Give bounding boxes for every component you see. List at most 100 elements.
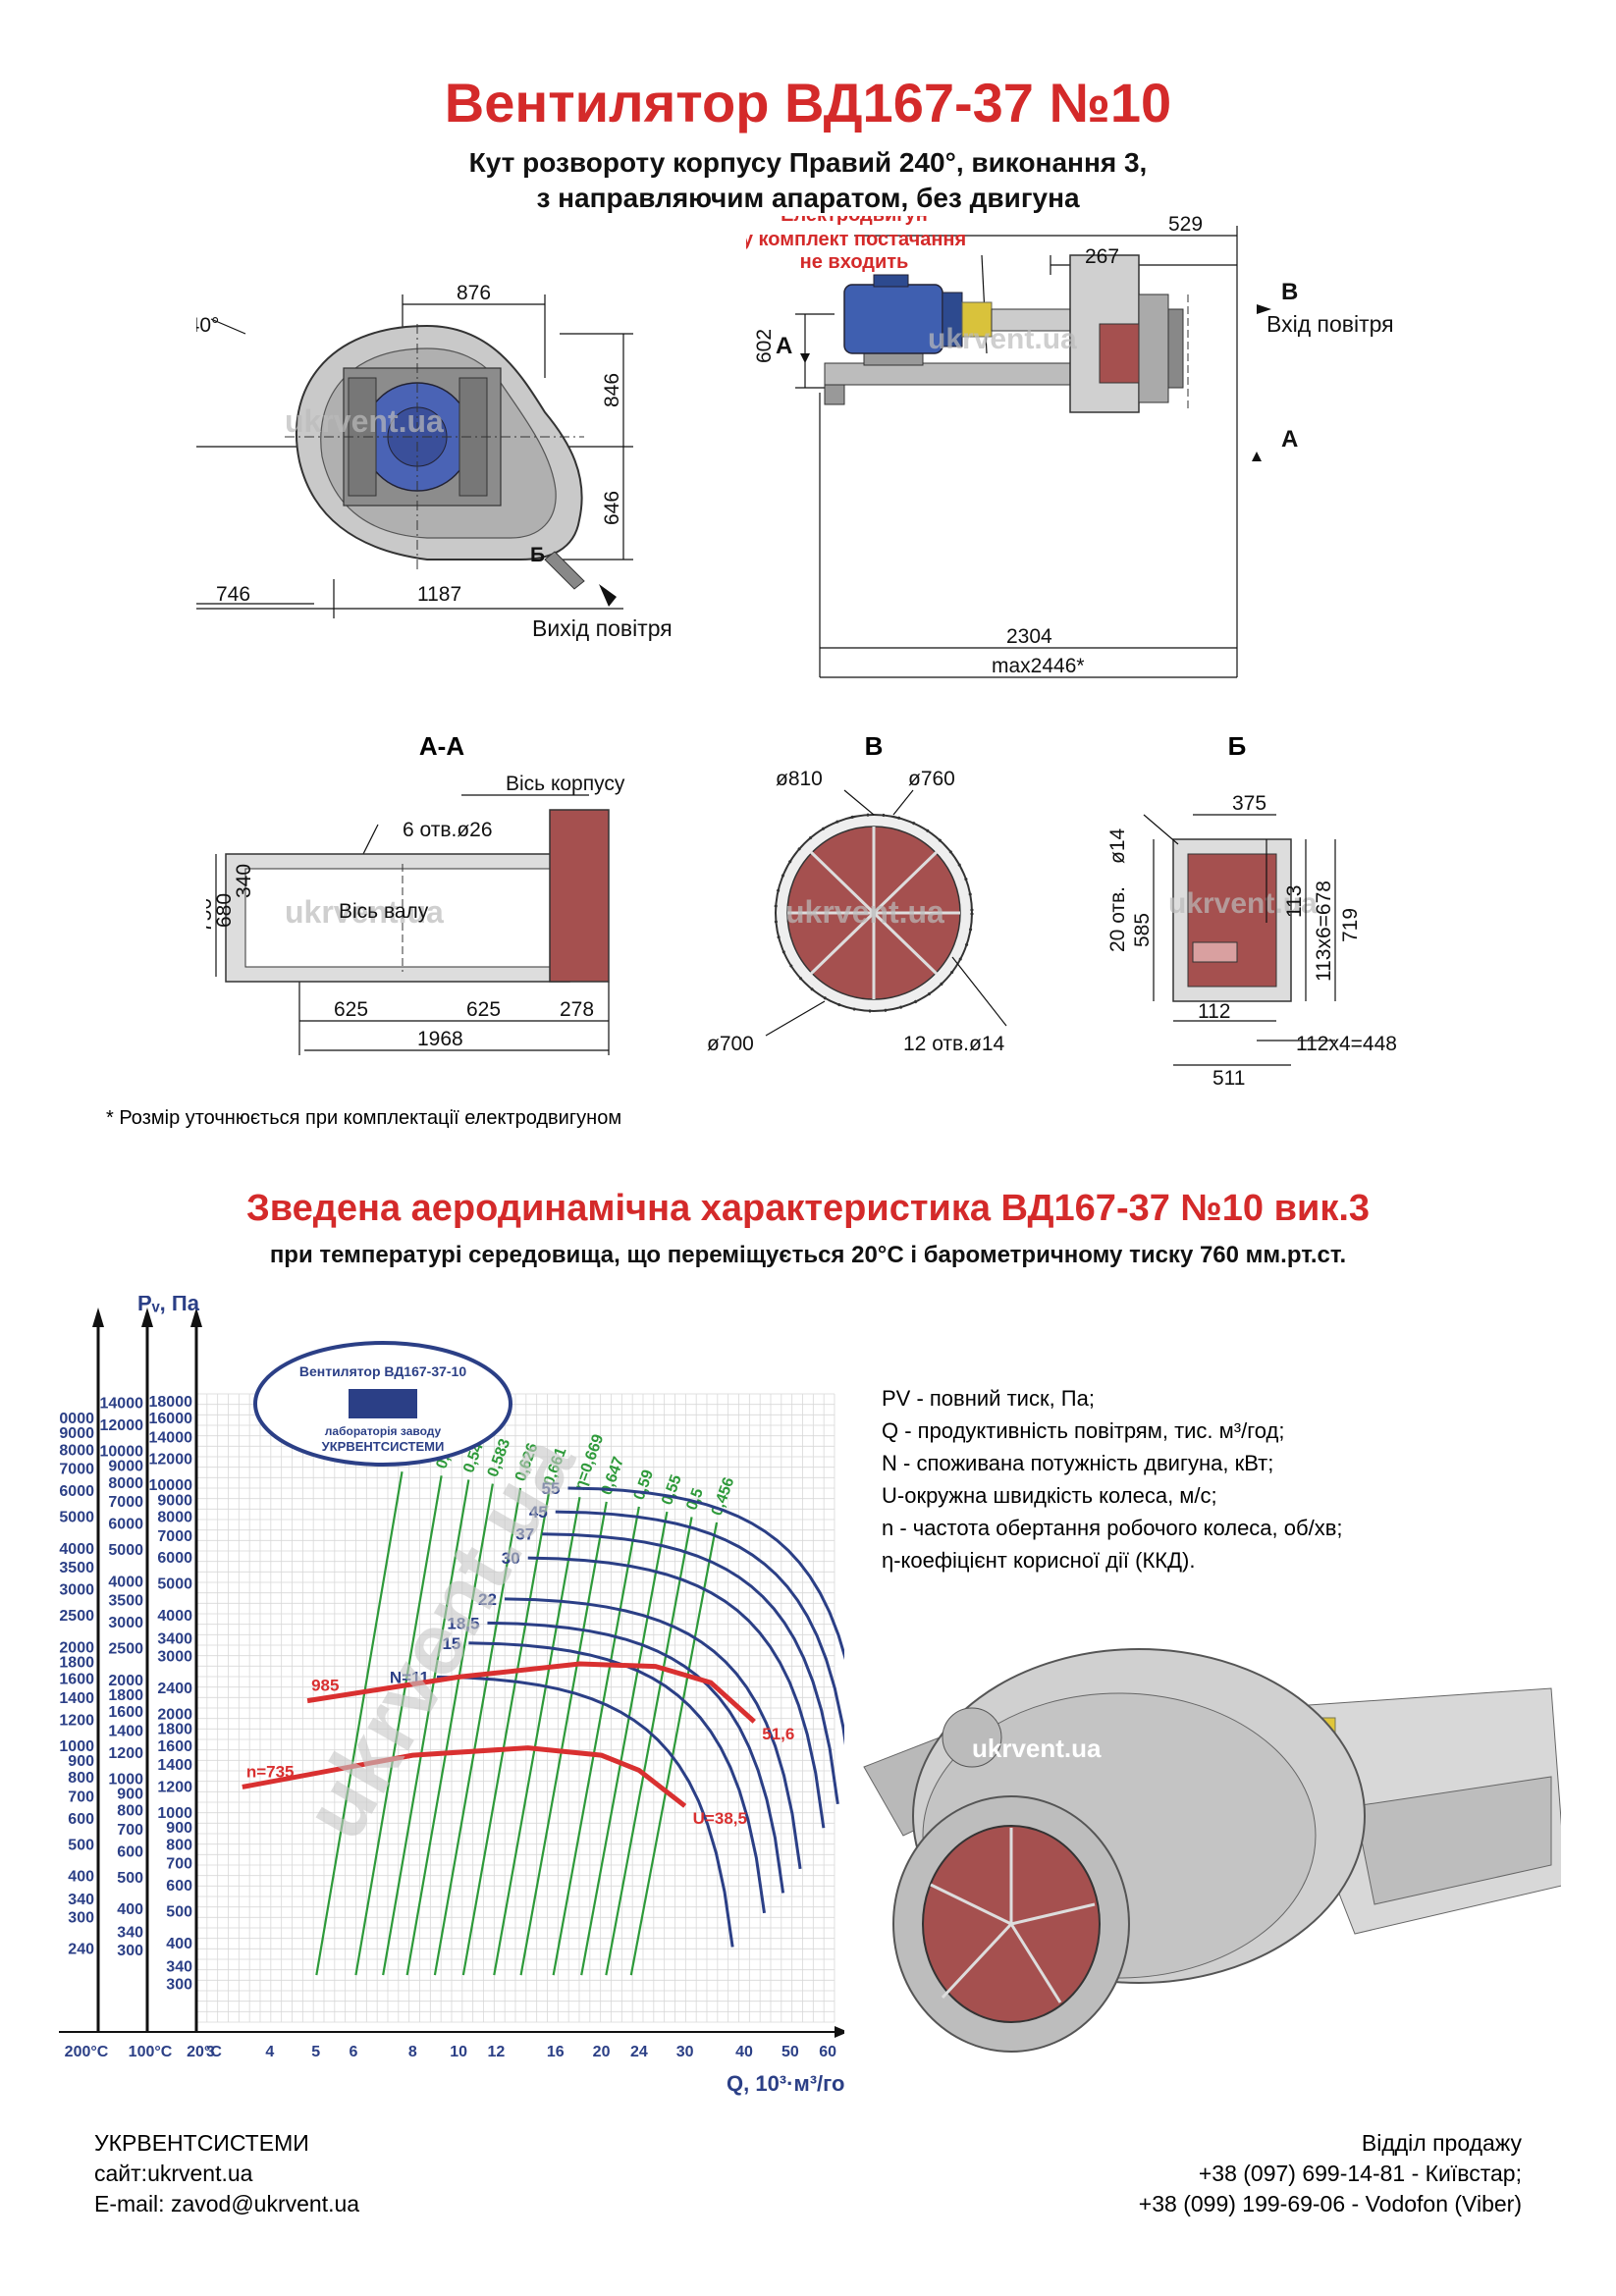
y-tick-label: 3000 xyxy=(108,1615,143,1631)
dim-113x6: 113х6=678 xyxy=(1313,881,1335,982)
y-tick-label: 1000 xyxy=(108,1771,143,1788)
d700-label: ø700 xyxy=(707,1033,754,1055)
y-tick-label: 16000 xyxy=(149,1411,193,1427)
y-tick-label: 400 xyxy=(117,1901,143,1918)
x-axis-title: Q, 10³·м³/год xyxy=(727,2071,844,2096)
y-tick-label: 500 xyxy=(68,1837,94,1853)
efficiency-line xyxy=(382,1479,470,1976)
y-tick-label: 300 xyxy=(117,1943,143,1959)
y-tick-label: 3400 xyxy=(157,1630,192,1647)
power-curve xyxy=(542,1532,839,1804)
legend-line-2: Q - продуктивність повітрям, тис. м³/год… xyxy=(882,1418,1285,1443)
dim-602: 602 xyxy=(753,329,776,363)
side-watermark: ukrvent.ua xyxy=(928,323,1077,355)
dim-max2446: max2446* xyxy=(992,655,1085,677)
speed-curve-end-label: 51,6 xyxy=(762,1725,794,1743)
y-tick-label: 700 xyxy=(117,1822,143,1839)
y-tick-label: 7000 xyxy=(108,1494,143,1511)
y-tick-label: 400 xyxy=(68,1869,94,1886)
y-tick-label: 1200 xyxy=(59,1712,94,1729)
y-axis-title: Pᵥ, Па xyxy=(137,1296,200,1315)
motor-note-3: не входить xyxy=(800,251,909,273)
y-tick-label: 12000 xyxy=(149,1452,193,1468)
power-curve xyxy=(555,1510,844,1746)
y-tick-label: 6000 xyxy=(108,1516,143,1532)
y-tick-label: 12000 xyxy=(100,1417,144,1434)
d14-label: ø14 xyxy=(1106,828,1129,864)
y-tick-label: 10000 xyxy=(100,1443,144,1460)
y-tick-label: 340 xyxy=(117,1925,143,1942)
dim-746: 746 xyxy=(216,583,250,606)
render-watermark: ukrvent.ua xyxy=(972,1734,1102,1763)
subtitle-line-2: з направляючим апаратом, без двигуна xyxy=(536,183,1080,213)
efficiency-line xyxy=(493,1496,581,1976)
x-temp-label: 100°С xyxy=(129,2044,173,2060)
email-link[interactable]: E-mail: zavod@ukrvent.ua xyxy=(94,2191,360,2216)
efficiency-line xyxy=(519,1501,608,1976)
inlet-label: Вхід повітря xyxy=(1266,311,1394,337)
y-tick-label: 9000 xyxy=(157,1492,192,1509)
legend-line-6: η-коефіцієнт корисної дії (ККД). xyxy=(882,1548,1196,1573)
dim-625b: 625 xyxy=(466,998,501,1021)
y-tick-label: 1800 xyxy=(157,1722,192,1738)
dim-511: 511 xyxy=(1212,1067,1245,1090)
y-tick-label: 14000 xyxy=(149,1429,193,1446)
y-tick-label: 800 xyxy=(68,1770,94,1787)
power-curve-label: 45 xyxy=(529,1503,548,1522)
y-tick-label: 1000 xyxy=(59,1738,94,1755)
dim-267: 267 xyxy=(1085,245,1119,268)
y-tick-label: 10000 xyxy=(59,1411,94,1427)
legend-line-3: N - споживана потужність двигуна, кВт; xyxy=(882,1451,1274,1475)
efficiency-line xyxy=(315,1471,404,1976)
efficiency-line xyxy=(552,1506,640,1976)
x-tick-label: 4 xyxy=(265,2044,274,2060)
y-tick-label: 5000 xyxy=(157,1576,192,1593)
y-tick-label: 2500 xyxy=(108,1640,143,1657)
logo-text-3: УКРВЕНТСИСТЕМИ xyxy=(322,1439,445,1454)
y-tick-label: 600 xyxy=(166,1878,192,1895)
section-b-drawing: ukrvent.ua 375 ø14 20 отв. 585 113 113х6… xyxy=(1106,792,1397,1090)
dim-625a: 625 xyxy=(334,998,368,1021)
section-aa-title: А-А xyxy=(418,731,465,761)
dim-113: 113 xyxy=(1283,885,1306,918)
legend-block: PV - повний тиск, Па; Q - продуктивність… xyxy=(882,1382,1530,1576)
legend-line-4: U-окружна швидкість колеса, м/с; xyxy=(882,1483,1217,1508)
d810-label: ø810 xyxy=(776,768,823,790)
phone-2[interactable]: +38 (099) 199-69-06 - Vodofon (Viber) xyxy=(1138,2191,1522,2216)
phone-1[interactable]: +38 (097) 699-14-81 - Київстар; xyxy=(1198,2161,1522,2186)
y-tick-label: 700 xyxy=(166,1856,192,1873)
x-temp-label: 200°С xyxy=(65,2044,109,2060)
y-tick-label: 3500 xyxy=(59,1560,94,1576)
site-link[interactable]: сайт:ukrvent.ua xyxy=(94,2161,253,2186)
dim-680: 680 xyxy=(213,893,236,928)
y-tick-label: 5000 xyxy=(59,1509,94,1525)
arrow-a-right-icon xyxy=(1252,452,1262,461)
speed-curve xyxy=(306,1661,756,1724)
y-tick-label: 300 xyxy=(68,1909,94,1926)
y-tick-label: 8000 xyxy=(59,1442,94,1459)
efficiency-line xyxy=(580,1511,669,1976)
efficiency-line xyxy=(433,1487,522,1976)
y-tick-label: 500 xyxy=(117,1870,143,1887)
y-tick-label: 500 xyxy=(166,1903,192,1920)
front-watermark: ukrvent.ua xyxy=(285,403,444,439)
dim-112: 112 xyxy=(1198,1000,1230,1023)
outlet-arrow-icon xyxy=(599,584,617,607)
angle-label: 240° xyxy=(196,314,219,337)
efficiency-label: 0,59 xyxy=(631,1468,658,1502)
y-tick-label: 340 xyxy=(166,1958,192,1975)
x-axis-arrow-icon xyxy=(835,2026,844,2038)
logo-text-2: лабораторія заводу xyxy=(325,1424,442,1438)
b-watermark: ukrvent.ua xyxy=(1168,887,1318,920)
power-curve xyxy=(436,1675,734,1948)
axis-shaft-label: Вісь валу xyxy=(339,900,429,923)
dim-846: 846 xyxy=(601,373,623,407)
x-tick-label: 3 xyxy=(206,2044,215,2060)
dim-375: 375 xyxy=(1232,792,1266,815)
aa-watermark: ukrvent.ua xyxy=(285,894,444,930)
y-tick-label: 6000 xyxy=(59,1483,94,1500)
power-curve-label: 22 xyxy=(478,1590,497,1609)
footer-right: Відділ продажу +38 (097) 699-14-81 - Киї… xyxy=(1139,2128,1522,2219)
section-b-title: Б xyxy=(1227,731,1247,761)
y-tick-label: 5000 xyxy=(108,1542,143,1559)
